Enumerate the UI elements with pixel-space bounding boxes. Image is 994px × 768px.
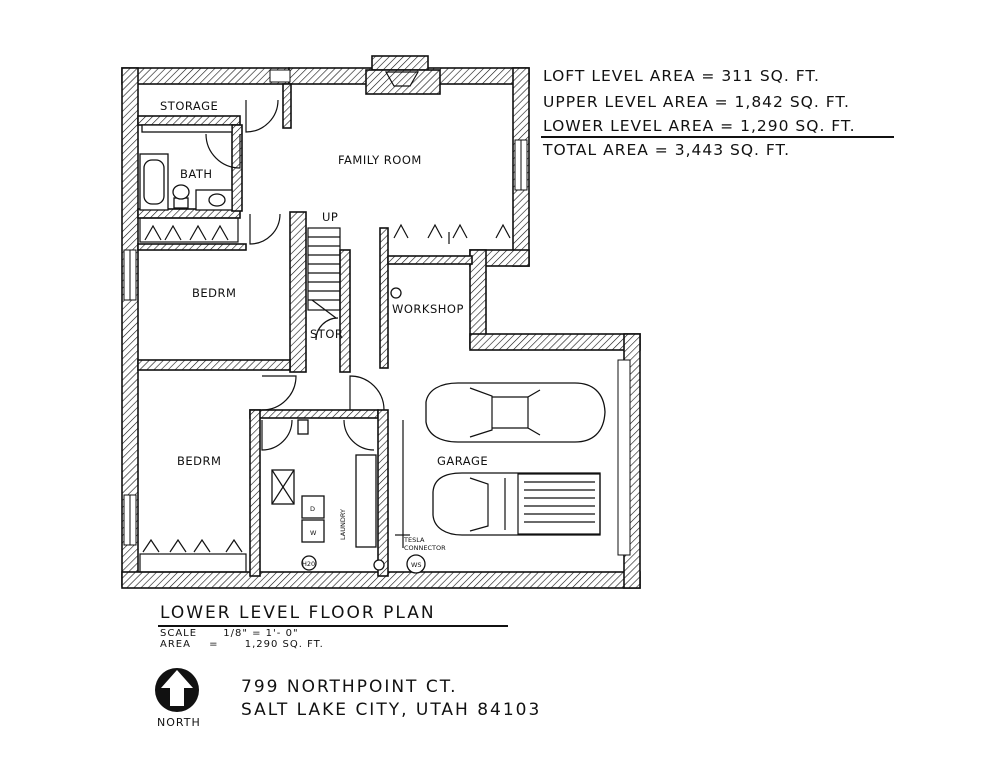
- title-underline: [158, 625, 508, 627]
- area-total: TOTAL AREA = 3,443 SQ. FT.: [543, 141, 791, 159]
- room-label-stor: STOR: [310, 327, 343, 341]
- area-total-rule: [541, 136, 894, 138]
- room-label-laundry: LAUNDRY: [339, 509, 347, 540]
- label-water-heater: H20: [302, 560, 315, 568]
- room-label-family-room: FAMILY ROOM: [338, 153, 422, 167]
- label-tesla: TESLA: [403, 536, 425, 544]
- area-eq: =: [209, 639, 219, 650]
- area-label: AREA: [160, 639, 191, 650]
- windows: [123, 69, 631, 556]
- car-pickup-icon: [432, 472, 601, 536]
- area-lower: LOWER LEVEL AREA = 1,290 SQ. FT.: [543, 117, 856, 135]
- scale-value: 1/8" = 1'- 0": [223, 628, 299, 639]
- utility-fixtures: [390, 287, 426, 574]
- label-washer: W: [310, 529, 317, 537]
- bath-fixtures: [139, 124, 233, 211]
- label-dryer: D: [310, 505, 315, 513]
- room-label-bedroom-lower: BEDRM: [177, 454, 221, 468]
- room-label-garage: GARAGE: [437, 454, 488, 468]
- closets: [139, 217, 511, 573]
- interior-walls: [137, 83, 473, 577]
- area-loft: LOFT LEVEL AREA = 311 SQ. FT.: [543, 67, 820, 85]
- stair-label-up: UP: [322, 210, 338, 224]
- laundry-fixtures: [271, 419, 385, 571]
- room-label-bedroom-upper: BEDRM: [192, 286, 236, 300]
- area-value: 1,290 SQ. FT.: [244, 639, 324, 650]
- address-line-2: SALT LAKE CITY, UTAH 84103: [241, 700, 542, 720]
- stairs: [307, 227, 341, 341]
- room-label-storage: STORAGE: [160, 99, 218, 113]
- scale-label: SCALE: [160, 628, 198, 639]
- label-tesla-connector: CONNECTOR: [404, 544, 446, 552]
- plan-title: LOWER LEVEL FLOOR PLAN: [160, 603, 436, 623]
- address-line-1: 799 NORTHPOINT CT.: [241, 677, 458, 697]
- area-upper: UPPER LEVEL AREA = 1,842 SQ. FT.: [543, 93, 850, 111]
- fireplace: [365, 55, 441, 95]
- area-row: AREA = 1,290 SQ. FT.: [160, 639, 324, 650]
- car-sedan-icon: [425, 382, 606, 443]
- room-label-workshop: WORKSHOP: [392, 302, 464, 316]
- label-ws: WS: [411, 561, 422, 569]
- room-label-bath: BATH: [180, 167, 213, 181]
- north-arrow-icon: [155, 668, 199, 712]
- scale-row: SCALE 1/8" = 1'- 0": [160, 628, 299, 639]
- north-label: NORTH: [157, 716, 201, 729]
- doors: [205, 99, 385, 451]
